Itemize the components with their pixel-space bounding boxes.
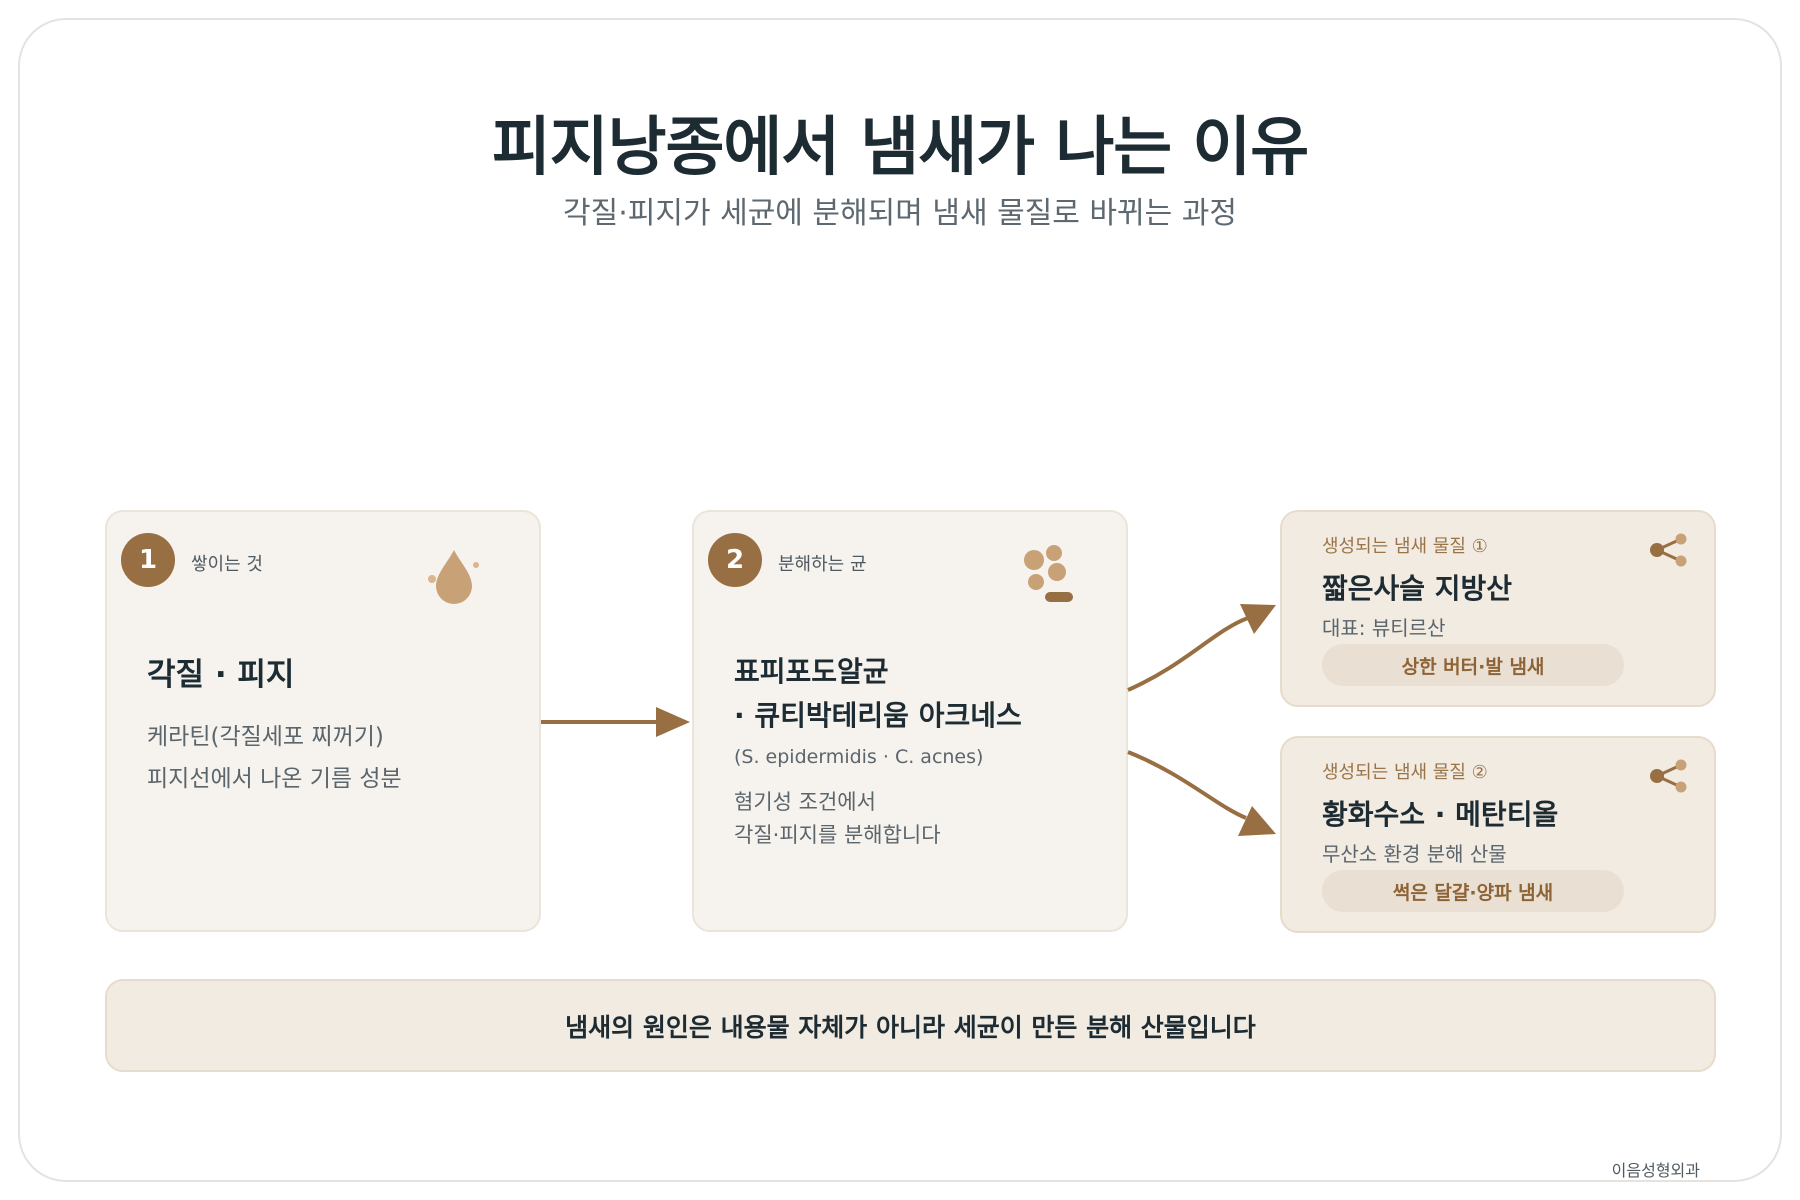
share-icon (1650, 759, 1687, 793)
title-line: 표피포도알균 (734, 655, 889, 688)
title-line: · 큐티박테리움 아크네스 (734, 699, 1022, 732)
step-card-accumulation: 1 쌓이는 것 각질 · 피지 케라틴(각질세포 찌꺼기) 피지선에서 나온 기… (105, 510, 541, 932)
step-number-badge: 2 (708, 533, 762, 587)
product-label: 생성되는 냄새 물질 ② (1322, 762, 1488, 783)
description-line: 혐기성 조건에서 (734, 790, 876, 814)
page-subtitle: 각질·피지가 세균에 분해되며 냄새 물질로 바뀌는 과정 (563, 196, 1237, 231)
odor-pill: 썩은 달걀·양파 냄새 (1322, 870, 1624, 912)
description-line: 케라틴(각질세포 찌꺼기) (147, 724, 384, 750)
step-card-bacteria: 2 분해하는 균 표피포도알균 · 큐티박테리움 아크네스 (S. epider… (692, 510, 1128, 932)
arrow-step2-to-product1 (1127, 604, 1276, 692)
product-title: 짧은사슬 지방산 (1322, 572, 1513, 605)
product-title: 황화수소 · 메탄티올 (1322, 798, 1559, 831)
arrow-step2-to-product2 (1127, 750, 1276, 836)
odor-pill: 상한 버터·발 냄새 (1322, 644, 1624, 686)
step-title: 표피포도알균 · 큐티박테리움 아크네스 (734, 650, 1022, 738)
scientific-names: (S. epidermidis · C. acnes) (734, 746, 984, 768)
page-title: 피지낭종에서 냄새가 나는 이유 (491, 111, 1309, 185)
product-subtitle: 무산소 환경 분해 산물 (1322, 842, 1507, 866)
product-subtitle: 대표: 뷰티르산 (1322, 616, 1446, 640)
step-label: 쌓이는 것 (191, 554, 263, 575)
conclusion-banner: 냄새의 원인은 내용물 자체가 아니라 세균이 만든 분해 산물입니다 (105, 979, 1716, 1072)
step-number-badge: 1 (121, 533, 175, 587)
description-line: 피지선에서 나온 기름 성분 (147, 766, 402, 792)
arrow-step1-to-step2 (541, 707, 690, 737)
product-card-fatty-acid: 생성되는 냄새 물질 ① 짧은사슬 지방산 대표: 뷰티르산 상한 버터·발 냄… (1280, 510, 1716, 707)
step-label: 분해하는 균 (778, 554, 867, 575)
droplet-icon (428, 550, 479, 604)
bacteria-icon (1024, 545, 1073, 602)
share-icon (1650, 533, 1687, 567)
credit-label: 이음성형외과 (1611, 1161, 1700, 1180)
step-description: 케라틴(각질세포 찌꺼기) 피지선에서 나온 기름 성분 (147, 716, 402, 800)
product-card-sulfur: 생성되는 냄새 물질 ② 황화수소 · 메탄티올 무산소 환경 분해 산물 썩은… (1280, 736, 1716, 933)
product-label: 생성되는 냄새 물질 ① (1322, 536, 1488, 557)
description-line: 각질·피지를 분해합니다 (734, 823, 941, 847)
step-title: 각질 · 피지 (147, 657, 295, 693)
step-description: 혐기성 조건에서 각질·피지를 분해합니다 (734, 786, 941, 852)
